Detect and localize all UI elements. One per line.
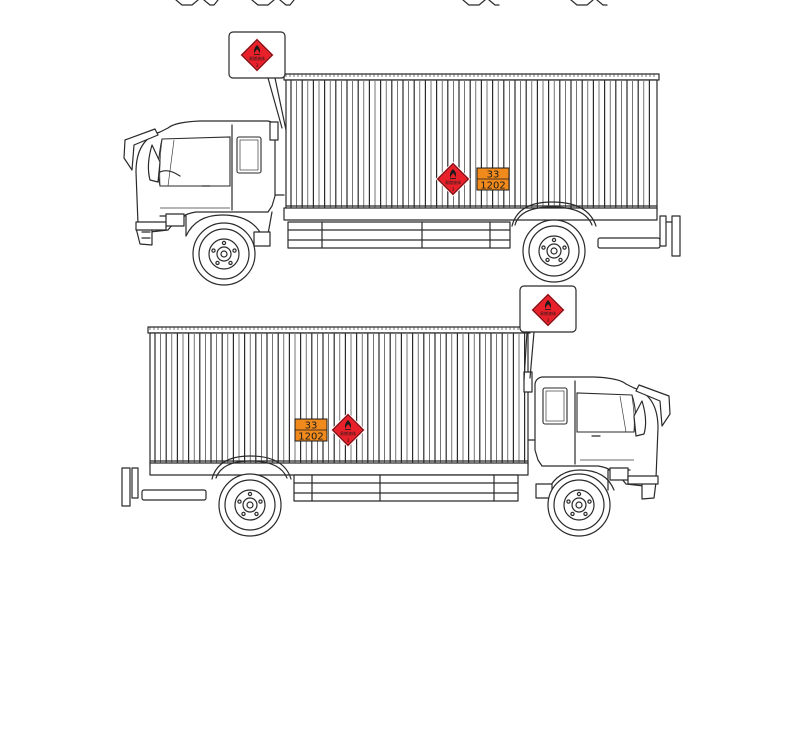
svg-text:易燃液体: 易燃液体	[249, 55, 265, 61]
un-orange-panel: 33 1202	[476, 167, 510, 192]
hazard-diamond-callout-2: 易燃液体 3	[530, 292, 566, 328]
un-number: 1202	[480, 181, 505, 192]
hazard-diamond-side-2: 易燃液体 3	[330, 412, 366, 448]
un-orange-panel-2: 33 1202	[294, 418, 328, 443]
truck-left-view: 易燃液体 3 易燃液体 3 33 1202	[123, 31, 681, 286]
hazard-diamond-callout: 易燃液体 3	[239, 37, 275, 73]
svg-text:3: 3	[452, 187, 455, 192]
cropped-wheels-top	[175, 0, 608, 6]
svg-text:3: 3	[256, 63, 259, 68]
hazard-number-2: 33	[305, 421, 318, 432]
svg-text:易燃液体: 易燃液体	[445, 179, 461, 185]
hazard-number: 33	[487, 170, 500, 181]
svg-text:3: 3	[547, 318, 550, 323]
svg-text:3: 3	[347, 438, 350, 443]
svg-text:易燃液体: 易燃液体	[340, 430, 356, 436]
svg-text:易燃液体: 易燃液体	[540, 310, 556, 316]
cargo-box	[283, 73, 660, 211]
truck-right-view: 易燃液体 3 33 1202 易燃液体 3	[121, 285, 671, 537]
un-number-2: 1202	[298, 432, 323, 443]
hazard-diamond-side: 易燃液体 3	[435, 161, 471, 197]
cargo-box	[147, 326, 531, 466]
